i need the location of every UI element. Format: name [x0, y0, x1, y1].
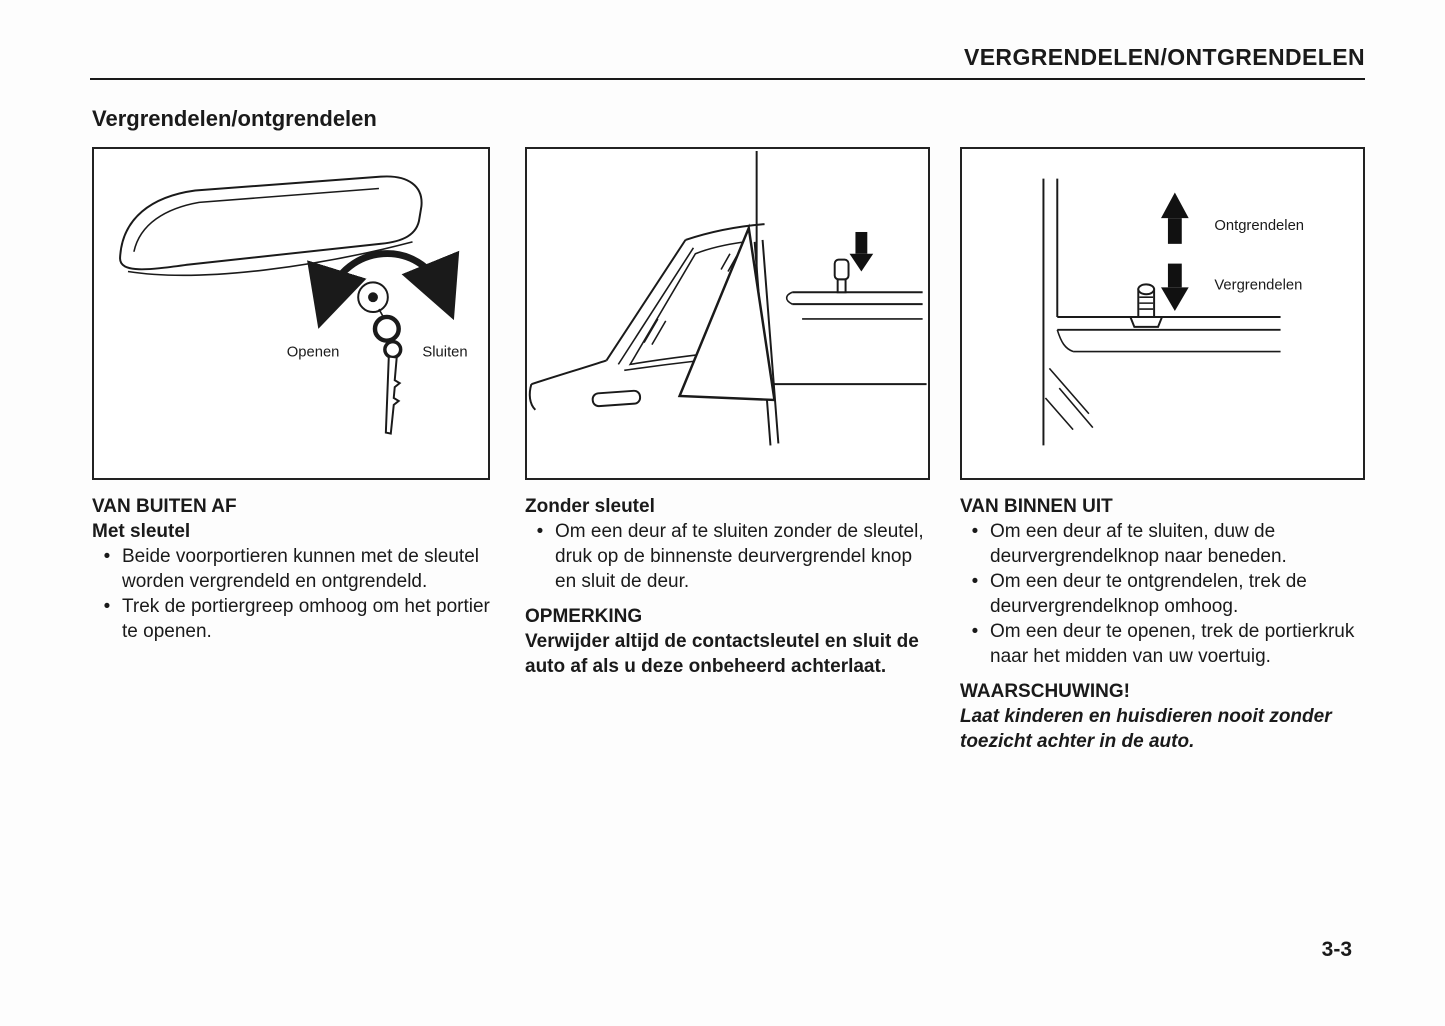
page-header-title: VERGRENDELEN/ONTGRENDELEN	[963, 44, 1365, 70]
car-roof-line	[685, 223, 765, 241]
note-text: Verwijder altijd de contactsleutel en sl…	[525, 631, 919, 677]
list-item: Om een deur te openen, trek de portierkr…	[960, 619, 1365, 669]
warning-text: Laat kinderen en huisdieren nooit zonder…	[960, 706, 1332, 752]
lock-knob-head	[833, 258, 850, 281]
bullet-text: Om een deur te ontgrendelen, trek de deu…	[990, 571, 1307, 617]
door-handle-small	[591, 389, 642, 408]
press-down-arrowhead	[849, 253, 874, 272]
column-middle: Zonder sleutel Om een deur af te sluiten…	[525, 147, 930, 679]
car-windshield-inner	[617, 247, 695, 365]
bullet-text: Om een deur af te sluiten, duw de deurve…	[990, 521, 1287, 567]
bullet-text: Om een deur te openen, trek de portierkr…	[990, 621, 1355, 667]
list-item: Beide voorportieren kunnen met de sleute…	[92, 544, 490, 594]
list-item: Om een deur af te sluiten zonder de sleu…	[525, 519, 930, 594]
bullet-icon	[525, 519, 555, 594]
figure-box-key-lock: Openen Sluiten	[92, 147, 490, 480]
bullet-text: Trek de portiergreep omhoog om het porti…	[122, 596, 490, 642]
ontgrendelen-label: Ontgrendelen	[1214, 218, 1304, 234]
lock-down-arrow-icon	[1167, 263, 1182, 288]
car-front-line	[528, 383, 537, 411]
turn-arrows-icon	[307, 250, 460, 329]
bullet-icon	[92, 544, 122, 594]
glass-hatch-marks	[1044, 367, 1094, 431]
bullet-text: Beide voorportieren kunnen met de sleute…	[122, 546, 480, 592]
door-handle-outline	[119, 175, 423, 271]
heading-waarschuwing: WAARSCHUWING!	[960, 681, 1130, 702]
bullet-icon	[960, 569, 990, 619]
list-item: Trek de portiergreep omhoog om het porti…	[92, 594, 490, 644]
bullet-icon	[960, 619, 990, 669]
heading-van-buiten-af: VAN BUITEN AF	[92, 496, 237, 517]
openen-label: Openen	[287, 344, 340, 360]
inner-lock-knob-illustration: Ontgrendelen Vergrendelen	[1042, 178, 1304, 446]
car-door-lock-illustration	[528, 150, 927, 446]
heading-met-sleutel: Met sleutel	[92, 521, 191, 542]
key-ring-small	[383, 339, 403, 360]
sluiten-label: Sluiten	[422, 344, 467, 360]
keyhole-icon	[368, 292, 378, 303]
car-hood-line	[531, 359, 607, 386]
list-item: Om een deur af te sluiten, duw de deurve…	[960, 519, 1365, 569]
sill-corner-arc	[1056, 329, 1074, 353]
keyhole-bezel	[357, 281, 389, 314]
section-title: Vergrendelen/ontgrendelen	[92, 106, 377, 131]
bullet-icon	[960, 519, 990, 569]
bullet-text: Om een deur af te sluiten zonder de sleu…	[555, 521, 924, 592]
door-handle-ridge	[133, 187, 379, 252]
vergrendelen-label: Vergrendelen	[1214, 277, 1302, 293]
unlock-up-arrowhead	[1161, 192, 1189, 219]
glass-hatch-marks	[643, 253, 738, 346]
callout-triangle	[677, 223, 776, 402]
unlock-up-arrow-icon	[1167, 218, 1182, 244]
knob-base-flange	[1128, 315, 1164, 328]
heading-van-binnen-uit: VAN BINNEN UIT	[960, 496, 1113, 517]
lock-down-arrowhead	[1161, 287, 1189, 312]
middle-text-block: Zonder sleutel Om een deur af te sluiten…	[525, 494, 930, 679]
heading-zonder-sleutel: Zonder sleutel	[525, 496, 655, 517]
page-number: 3-3	[1321, 938, 1352, 961]
right-text-block: VAN BINNEN UIT Om een deur af te sluiten…	[960, 494, 1365, 754]
lock-knob-cap	[1137, 283, 1156, 296]
bullet-icon	[92, 594, 122, 644]
column-right: Ontgrendelen Vergrendelen VAN BINNEN UIT…	[960, 147, 1365, 754]
header-divider	[90, 78, 1365, 80]
lock-knob-stem	[836, 278, 847, 294]
key-ring-icon	[372, 314, 401, 343]
car-a-pillar	[605, 239, 687, 361]
figure-box-inner-lock: Ontgrendelen Vergrendelen	[960, 147, 1365, 480]
door-handle-key-illustration: Openen Sluiten	[119, 175, 468, 435]
sill-end-cap	[785, 291, 793, 305]
knob-hatch-lines	[1139, 296, 1154, 310]
column-left: Openen Sluiten VAN BUITEN AF Met sleutel…	[92, 147, 490, 644]
heading-opmerking: OPMERKING	[525, 606, 643, 627]
list-item: Om een deur te ontgrendelen, trek de deu…	[960, 569, 1365, 619]
key-blade-icon	[384, 355, 402, 435]
figure-box-car-door	[525, 147, 930, 480]
left-text-block: VAN BUITEN AF Met sleutel Beide voorport…	[92, 494, 490, 644]
press-down-arrow-icon	[855, 231, 868, 254]
